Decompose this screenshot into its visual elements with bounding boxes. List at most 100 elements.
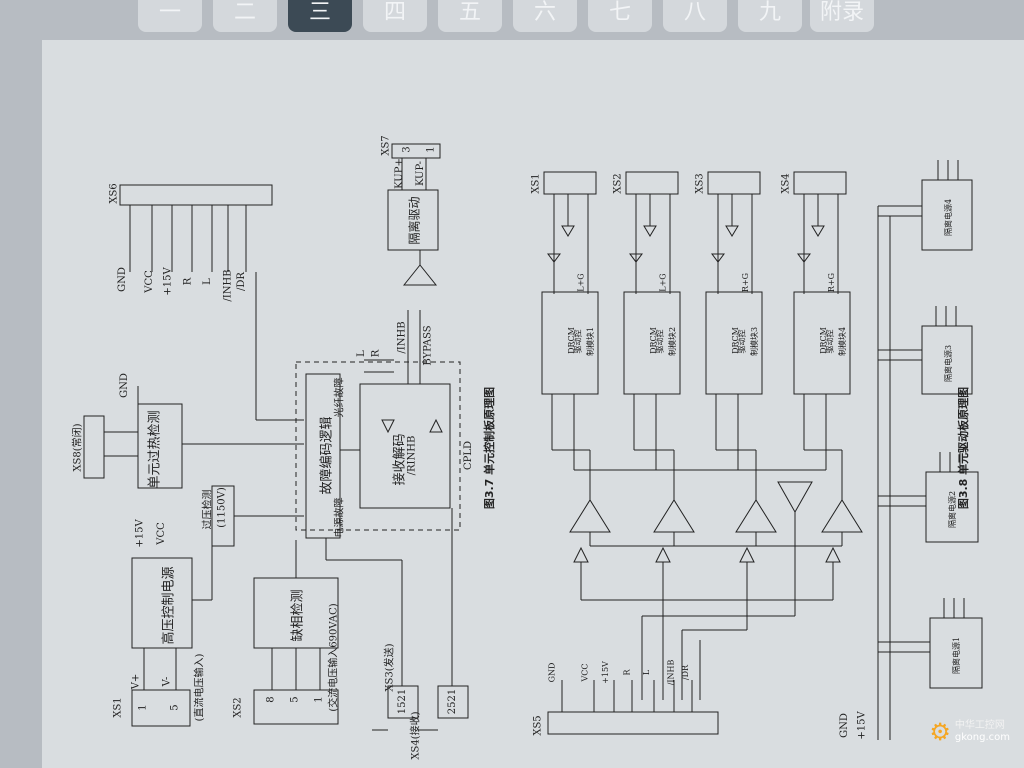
gear-icon: ⚙ <box>929 718 951 746</box>
overheat-detect-block <box>137 403 183 489</box>
phase-loss-label: 缺相检测 <box>290 589 306 642</box>
xs1-note: (直流电压输入) <box>194 653 206 722</box>
rail-plus15-label: +15V <box>856 711 868 740</box>
tab-chapter-4[interactable]: 四 <box>363 0 427 32</box>
drive-module-1 <box>541 291 599 395</box>
buffer-4 <box>821 499 863 533</box>
cpld-boundary <box>295 361 461 531</box>
xs4-label: XS4(接收) <box>410 711 422 760</box>
xs4-part: 2521 <box>447 688 459 715</box>
xs6-vcc-label: VCC <box>143 270 155 293</box>
xs2-label: XS2 <box>232 697 244 718</box>
xs4-drive-connector <box>793 171 847 195</box>
rail-gnd-label: GND <box>838 713 850 738</box>
xs3-label: XS3(发送) <box>384 643 396 692</box>
book-page: XS6 GND VCC +15V R L /INHB /DR XS8(常闭) G… <box>42 40 1024 768</box>
xs5-gnd-label: GND <box>547 662 557 683</box>
tab-chapter-2[interactable]: 二 <box>213 0 277 32</box>
iso-power-2 <box>925 471 979 543</box>
fault-logic-label: 故障编码逻辑 <box>319 416 335 495</box>
xs7-pin-3: 3 <box>401 146 413 153</box>
receive-decode-block <box>359 383 451 509</box>
xs8-gnd-label: GND <box>118 373 130 398</box>
xs7-pin-1: 1 <box>425 146 437 153</box>
rx-decode-label: 接收解码 <box>392 433 408 486</box>
xs3-part: 1521 <box>397 688 409 715</box>
xs8-label: XS8(常闭) <box>72 423 84 472</box>
xs2-pin-1: 1 <box>313 696 325 703</box>
iso-drive-label: 隔离驱动 <box>407 196 422 245</box>
or-gate <box>777 481 813 514</box>
xs7-label: XS7 <box>380 135 392 156</box>
xs6-l-label: L <box>201 278 213 285</box>
schematic-canvas <box>83 143 983 740</box>
xs2-note: (交流电压输入690VAC) <box>328 603 340 712</box>
xs6-r-label: R <box>182 277 194 286</box>
tab-chapter-3[interactable]: 三 <box>288 0 352 32</box>
xs5-plus15-label: +15V <box>600 661 610 684</box>
xs6-gnd-label: GND <box>116 267 128 292</box>
drive-module-2 <box>623 291 681 395</box>
drive-module-3 <box>705 291 763 395</box>
xs2-drive-connector <box>625 171 679 195</box>
overheat-label: 单元过热检测 <box>147 410 163 489</box>
xs1-drive-connector <box>543 171 597 195</box>
isolation-drive-block <box>387 189 439 251</box>
tab-chapter-1[interactable]: 一 <box>138 0 202 32</box>
tab-chapter-6[interactable]: 六 <box>513 0 577 32</box>
xs1-connector <box>131 689 191 727</box>
drv-xs4-label: XS4 <box>780 173 792 194</box>
cpld-label: CPLD <box>463 440 475 471</box>
module-2-text1: 驱动控 <box>655 329 665 354</box>
tab-chapter-5[interactable]: 五 <box>438 0 502 32</box>
xs7-kupminus-label: KUP- <box>415 160 427 187</box>
bypass-label: BYPASS <box>422 325 434 366</box>
fault-encode-logic-block <box>305 373 341 539</box>
hv-vcc-label: VCC <box>155 522 167 545</box>
drv-xs1-label: XS1 <box>530 173 542 194</box>
drv-xs3-label: XS3 <box>694 173 706 194</box>
module-3-text2: 制模块3 <box>750 326 760 357</box>
xs1-vplus-label: V+ <box>130 673 142 690</box>
module-1-text2: 制模块1 <box>586 326 596 357</box>
xs2-pin-5: 5 <box>289 696 301 703</box>
sig-r-label: R <box>370 349 382 358</box>
tab-chapter-8[interactable]: 八 <box>663 0 727 32</box>
xs1-pin-1: 1 <box>137 704 149 711</box>
xs4-receiver <box>437 685 469 719</box>
iso-power-4 <box>921 179 973 251</box>
xs1-pin-5: 5 <box>169 704 181 711</box>
xs5-r-label: R <box>622 669 632 676</box>
overvolt-label: 过压检测 <box>202 489 214 530</box>
watermark-cn: 中华工控网 <box>954 720 1005 731</box>
sig-inhb-label: /INHB <box>396 321 408 354</box>
hv-control-power-block <box>131 557 193 649</box>
xs6-connector <box>119 184 273 206</box>
tab-appendix[interactable]: 附录 <box>810 0 874 32</box>
buffer-2 <box>653 499 695 533</box>
power-fault-label: 电源故障 <box>334 497 346 538</box>
module-1-lpg: L+G <box>576 273 586 292</box>
module-2-text2: 制模块2 <box>668 326 678 357</box>
module-4-text2: 制模块4 <box>838 326 848 357</box>
xs7-connector <box>391 143 441 159</box>
buffer-3 <box>735 499 777 533</box>
xs6-label: XS6 <box>108 183 120 204</box>
module-2-lpg: L+G <box>658 273 668 292</box>
xs5-l-label: L <box>642 669 652 676</box>
iso-power-1 <box>929 617 983 689</box>
xs5-label: XS5 <box>532 715 544 736</box>
watermark-url: gkong.com <box>954 732 1010 743</box>
tab-chapter-7[interactable]: 七 <box>588 0 652 32</box>
tab-chapter-9[interactable]: 九 <box>738 0 802 32</box>
xs6-plus15-label: +15V <box>162 267 174 296</box>
xs3-transmitter <box>387 685 419 719</box>
fiber-fault-label: 光纤故障 <box>334 377 346 418</box>
iso-power-3-label: 隔离电源3 <box>944 344 954 383</box>
xs5-inhb-label: /INHB <box>666 659 676 686</box>
module-3-text1: 驱动控 <box>737 329 747 354</box>
xs1-vminus-label: V- <box>161 676 173 687</box>
xs2-connector <box>253 689 339 725</box>
rinhb-label: /RINHB <box>406 435 418 476</box>
watermark: ⚙ 中华工控网 gkong.com <box>929 718 1010 746</box>
